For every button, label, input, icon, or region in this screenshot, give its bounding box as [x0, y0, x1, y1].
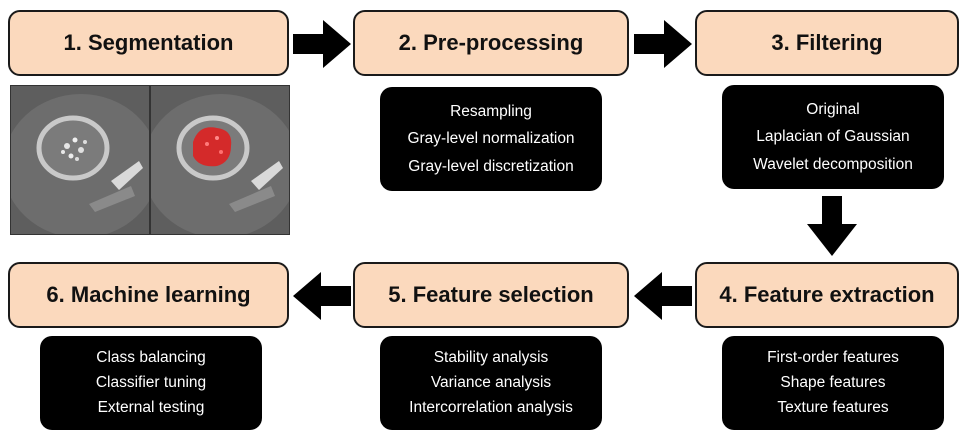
- step-machine-learning: 6. Machine learning: [8, 262, 289, 328]
- step-pre-processing: 2. Pre-processing: [353, 10, 629, 76]
- step-filtering: 3. Filtering: [695, 10, 959, 76]
- panel-item: Stability analysis: [433, 349, 549, 366]
- step-segmentation: 1. Segmentation: [8, 10, 289, 76]
- step-title: 2. Pre-processing: [398, 30, 584, 55]
- step-feature-extraction: 4. Feature extraction: [695, 262, 959, 328]
- panel-item: Gray-level normalization: [407, 130, 575, 147]
- panel-item: Laplacian of Gaussian: [756, 128, 910, 145]
- panel-item: Original: [806, 100, 860, 118]
- panel-item: Class balancing: [96, 349, 206, 366]
- panel-item: Classifier tuning: [95, 374, 207, 391]
- step-title: 5. Feature selection: [388, 282, 594, 307]
- panel-item: Shape features: [780, 374, 886, 391]
- step-title: 6. Machine learning: [46, 282, 251, 307]
- arrow-left-icon: [293, 272, 351, 320]
- feature-extraction-panel: First-order features Shape features Text…: [722, 336, 944, 430]
- panel-item: Gray-level discretization: [408, 157, 574, 175]
- panel-item: First-order features: [767, 349, 899, 366]
- panel-item: Resampling: [450, 102, 532, 120]
- step-title: 4. Feature extraction: [719, 282, 935, 307]
- step-title: 3. Filtering: [771, 30, 883, 55]
- step-title: 1. Segmentation: [63, 30, 234, 55]
- ct-scan-segmented-image: [150, 85, 290, 235]
- arrow-left-icon: [634, 272, 692, 320]
- pre-processing-panel: Resampling Gray-level normalization Gray…: [380, 87, 602, 191]
- arrow-right-icon: [293, 20, 351, 68]
- panel-item: External testing: [97, 399, 205, 416]
- feature-selection-panel: Stability analysis Variance analysis Int…: [380, 336, 602, 430]
- panel-item: Variance analysis: [430, 374, 552, 391]
- arrow-down-icon: [807, 196, 857, 256]
- arrow-right-icon: [634, 20, 692, 68]
- step-feature-selection: 5. Feature selection: [353, 262, 629, 328]
- panel-item: Intercorrelation analysis: [409, 399, 573, 416]
- panel-item: Wavelet decomposition: [753, 155, 913, 173]
- machine-learning-panel: Class balancing Classifier tuning Extern…: [40, 336, 262, 430]
- filtering-panel: Original Laplacian of Gaussian Wavelet d…: [722, 85, 944, 189]
- panel-item: Texture features: [777, 399, 889, 416]
- ct-scan-image: [10, 85, 150, 235]
